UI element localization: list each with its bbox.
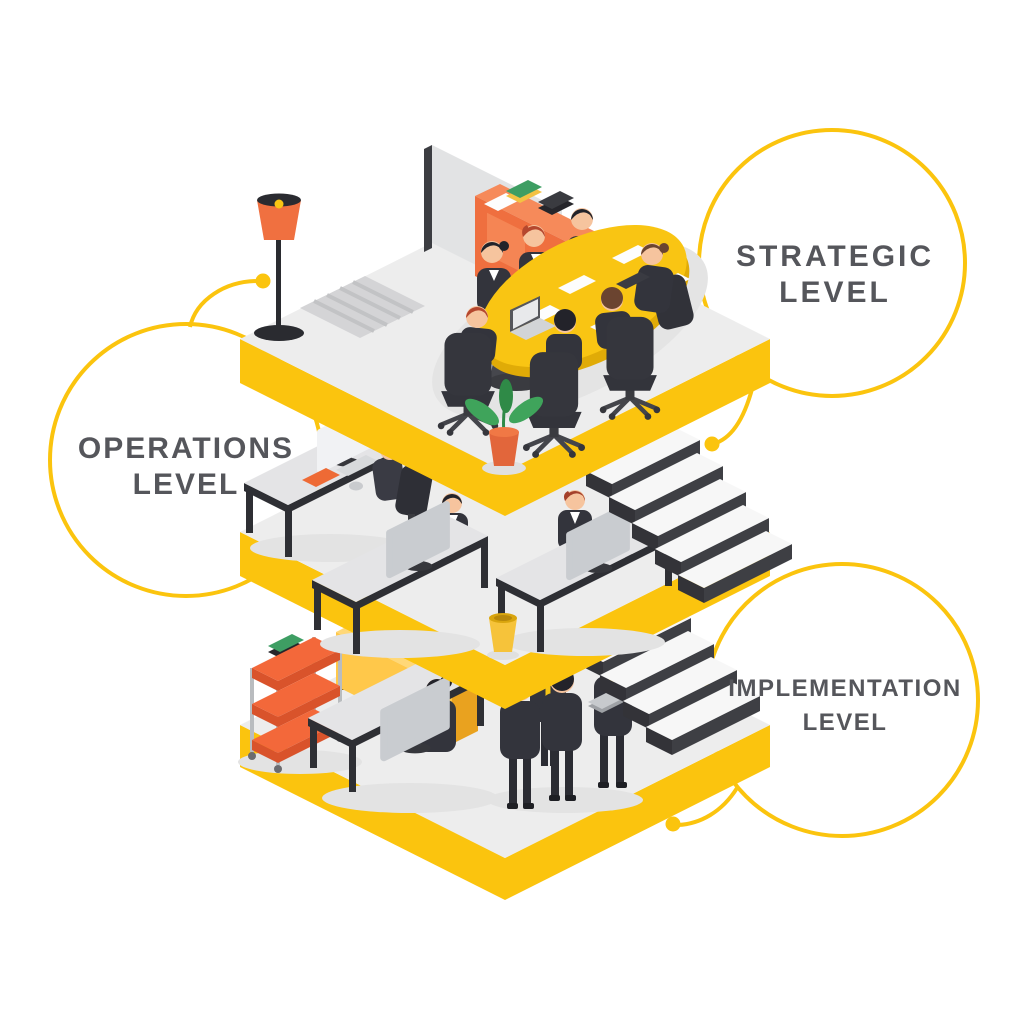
operations-level-label-line2: LEVEL [133, 468, 240, 501]
operations-floor-items [244, 406, 792, 660]
laptop-icon [510, 296, 556, 340]
operations-tail [188, 279, 259, 328]
strategic-level-label-line1: STRATEGIC [736, 240, 934, 273]
executive [523, 309, 585, 458]
strategic-floor-items [254, 145, 708, 475]
strategic-tail [715, 371, 758, 445]
floor-lamp [254, 193, 304, 341]
executive [438, 306, 498, 436]
strategic-level-label-line2: LEVEL [779, 276, 891, 309]
keyboard [336, 455, 378, 476]
implementation-tail [677, 786, 739, 827]
trolley-shelves [252, 637, 340, 763]
implementation-desk [308, 652, 484, 792]
executive-with-tablet [616, 243, 694, 330]
strategic-dot [704, 436, 720, 452]
tablet-icon [616, 272, 650, 289]
implementation-level-label-line1: IMPLEMENTATION [728, 675, 961, 702]
rug [300, 276, 425, 338]
executive [595, 287, 660, 420]
mouse [349, 481, 363, 491]
executive-front-row [438, 287, 660, 458]
level-labels: STRATEGIC LEVEL OPERATIONS LEVEL IMPLEME… [78, 240, 961, 736]
operations-dot [255, 273, 271, 289]
orange-book [302, 468, 340, 487]
workstation-right [496, 490, 672, 652]
callout-tails [188, 273, 758, 832]
credenza-books [484, 180, 574, 215]
implementation-level-label-line2: LEVEL [803, 709, 888, 736]
operations-level-label-line1: OPERATIONS [78, 432, 294, 465]
implementation-dot [665, 816, 681, 832]
trash-bin [487, 613, 519, 660]
workstation-center [312, 493, 488, 654]
potted-plant [464, 379, 544, 475]
